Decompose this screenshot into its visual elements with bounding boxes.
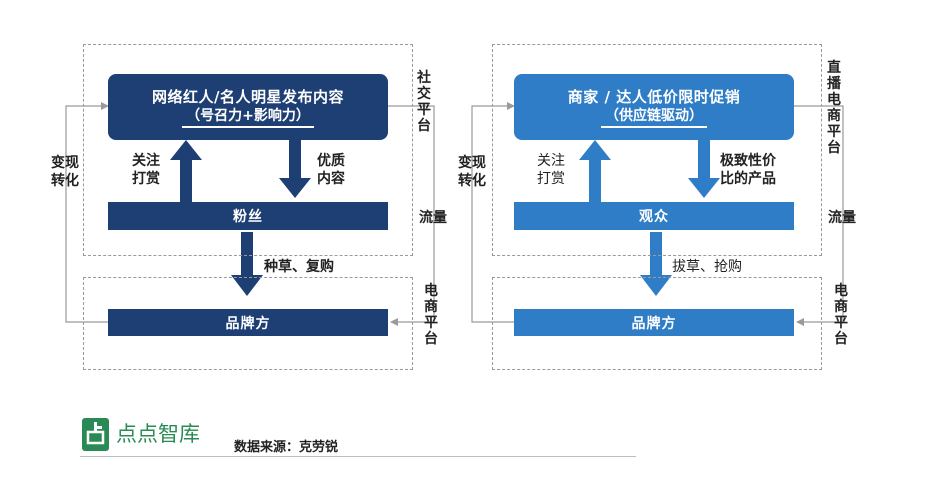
right-up-label-line2: 打赏 bbox=[537, 171, 565, 187]
left-down-arrow bbox=[279, 140, 311, 198]
right-side-conversion-text: 变现转化 bbox=[458, 155, 486, 189]
left-up-label-line1: 关注 bbox=[132, 153, 160, 169]
left-side-label-traffic: 流量 bbox=[419, 210, 447, 226]
left-side-label-conversion: 变现转化 bbox=[48, 154, 82, 190]
left-down-label: 优质 内容 bbox=[317, 152, 345, 188]
source-note: 数据来源：克劳锐 bbox=[234, 440, 339, 455]
right-header-subtitle: （供应链驱动） bbox=[601, 107, 707, 128]
right-up-label: 关注 打赏 bbox=[537, 152, 565, 188]
right-audience-bar: 观众 bbox=[514, 202, 794, 230]
right-side-label-ecommerce: 电商平台 bbox=[834, 283, 848, 347]
left-side-conversion-text: 变现转化 bbox=[51, 155, 79, 189]
right-up-label-line1: 关注 bbox=[537, 153, 565, 169]
right-down-label-line1: 极致性价 bbox=[720, 153, 776, 169]
right-side-label-traffic: 流量 bbox=[828, 210, 856, 226]
left-middle-label: 种草、复购 bbox=[264, 259, 334, 275]
left-loop-line bbox=[65, 102, 110, 323]
left-upper-dashed-frame bbox=[83, 44, 413, 256]
right-down-arrow bbox=[688, 140, 720, 198]
logo-icon bbox=[82, 418, 109, 451]
left-header-box: 网络红人/名人明星发布内容 （号召力+影响力） bbox=[108, 74, 388, 140]
right-middle-label: 拔草、抢购 bbox=[672, 259, 742, 275]
right-down-label-line2: 比的产品 bbox=[720, 171, 776, 187]
left-up-label-line2: 打赏 bbox=[132, 171, 160, 187]
right-up-arrow bbox=[579, 140, 611, 202]
right-brand-bar: 品牌方 bbox=[514, 309, 794, 336]
right-header-box: 商家 / 达人低价限时促销 （供应链驱动） bbox=[514, 74, 794, 140]
right-middle-arrow bbox=[640, 232, 672, 296]
left-lower-dashed-frame bbox=[83, 277, 413, 370]
right-loop-line bbox=[471, 102, 516, 323]
left-middle-arrow bbox=[231, 232, 263, 296]
left-down-label-line2: 内容 bbox=[317, 171, 345, 187]
right-flow-line bbox=[794, 105, 844, 326]
right-down-label: 极致性价 比的产品 bbox=[720, 152, 776, 188]
left-side-label-social: 社交平台 bbox=[417, 70, 431, 134]
right-header-title: 商家 / 达人低价限时促销 bbox=[567, 87, 741, 106]
left-header-title: 网络红人/名人明星发布内容 bbox=[152, 87, 344, 106]
left-brand-bar: 品牌方 bbox=[108, 309, 388, 336]
left-down-label-line1: 优质 bbox=[317, 153, 345, 169]
right-side-label-live-ecommerce: 直播电商平台 bbox=[827, 60, 841, 156]
right-upper-dashed-frame bbox=[492, 44, 822, 256]
left-up-arrow bbox=[170, 140, 202, 202]
left-up-label: 关注 打赏 bbox=[132, 152, 160, 188]
right-side-label-conversion: 变现转化 bbox=[455, 154, 489, 190]
logo-text: 点点智库 bbox=[116, 422, 200, 446]
left-audience-bar: 粉丝 bbox=[108, 202, 388, 230]
left-side-label-ecommerce: 电商平台 bbox=[424, 283, 438, 347]
right-lower-dashed-frame bbox=[492, 277, 822, 370]
left-header-subtitle: （号召力+影响力） bbox=[182, 107, 314, 128]
footer-divider bbox=[80, 456, 636, 457]
